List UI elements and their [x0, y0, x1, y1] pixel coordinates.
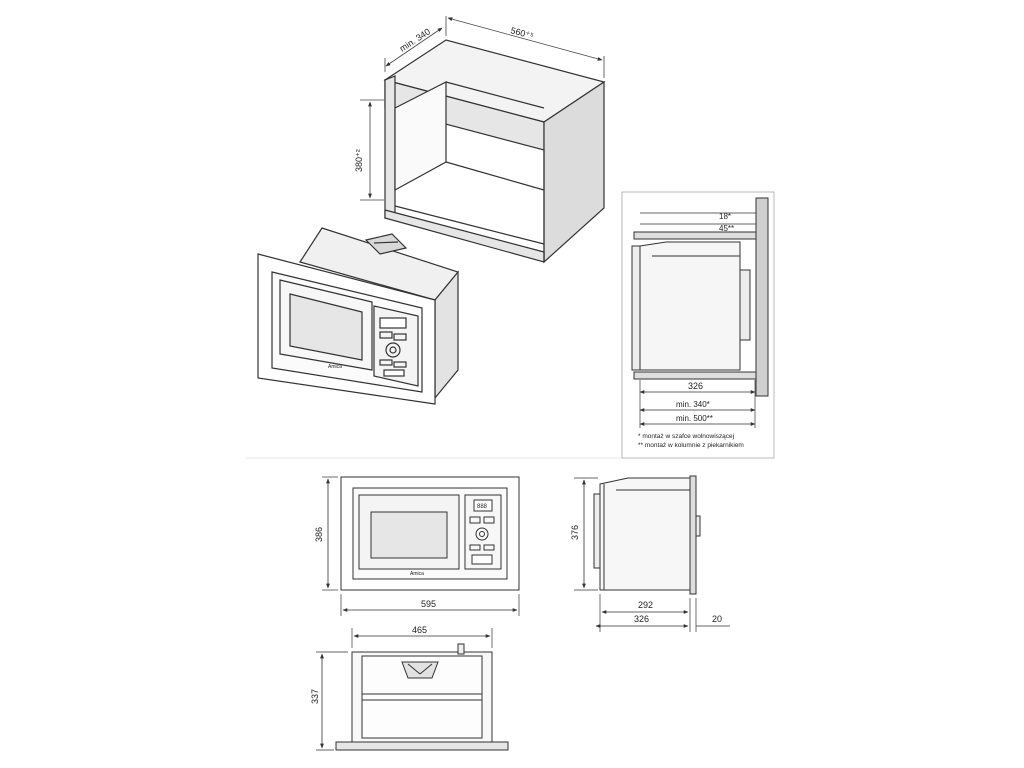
iso-brand-label: Amica [328, 364, 342, 370]
side-view-drawing [574, 475, 730, 632]
front-brand-label: Amica [410, 571, 424, 577]
side-install-drawing [621, 191, 775, 459]
top-gap2-label: 45** [719, 224, 734, 233]
install-note-1: * montaż w szafce wolnowiszącej [638, 433, 734, 440]
front-height-label: 386 [314, 527, 324, 542]
min-depth2-label: min. 500** [676, 414, 713, 423]
front-view-drawing [322, 476, 520, 616]
side-depth-label: 326 [688, 381, 703, 391]
cabinet-dimensions [360, 16, 605, 201]
microwave-iso-drawing [257, 227, 460, 405]
cabinet-drawing [383, 39, 606, 264]
side-depth2-label: 326 [634, 614, 649, 624]
front-width-label: 595 [421, 599, 436, 609]
min-depth1-label: min. 340* [676, 400, 710, 409]
top-height-label: 337 [310, 689, 320, 704]
cabinet-height-label: 380⁺² [354, 149, 364, 172]
side-frame-label: 20 [712, 614, 722, 624]
top-width-label: 465 [412, 625, 427, 635]
side-depth1-label: 292 [638, 600, 653, 610]
cabinet-depth-label: min. 340 [398, 26, 432, 53]
cabinet-width-label: 560⁺⁵ [509, 25, 535, 41]
install-note-2: ** montaż w kolumnie z piekarnikiem [638, 442, 744, 449]
top-view-drawing [316, 628, 509, 751]
side-height-label: 376 [570, 525, 580, 540]
top-gap-label: 18* [719, 212, 731, 221]
front-display: 888 [477, 504, 488, 510]
